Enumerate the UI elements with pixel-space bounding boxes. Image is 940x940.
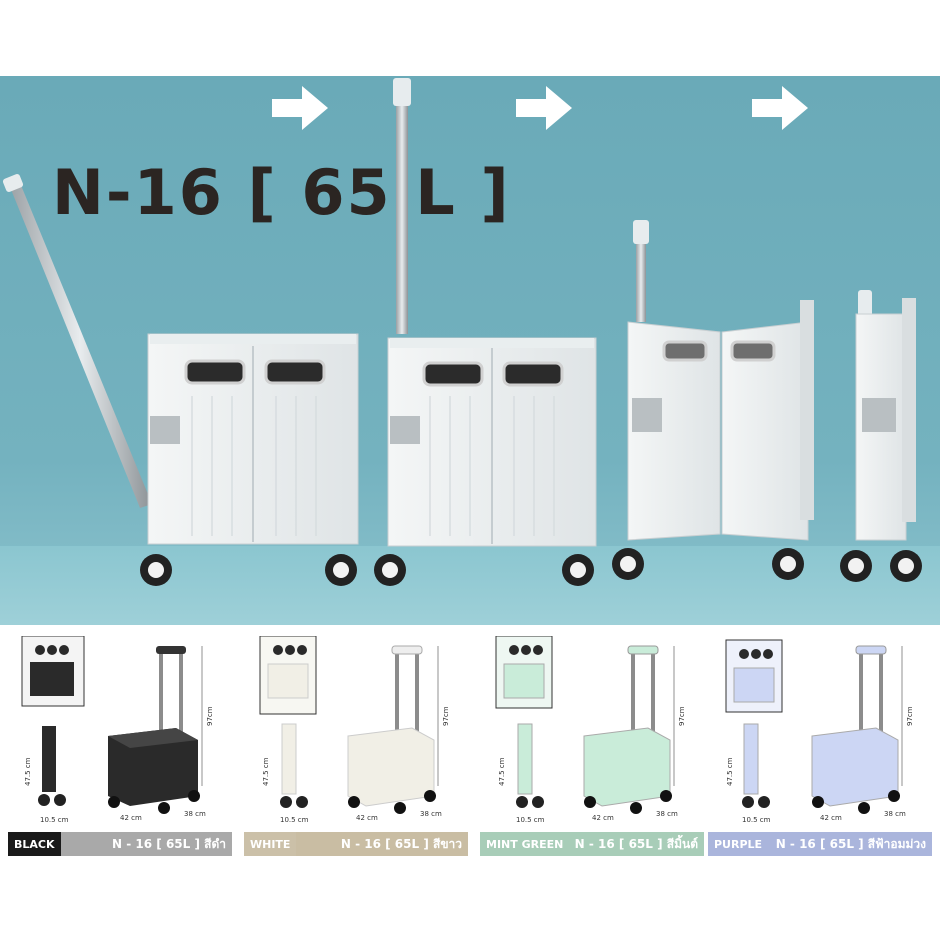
handle-dimension: 97cm (206, 706, 214, 726)
length-dimension: 38 cm (884, 810, 906, 818)
height-dimension: 47.5 cm (498, 757, 506, 786)
handle-dimension: 97cm (678, 706, 686, 726)
variant-label: PURPLE N - 16 [ 65L ] สีฟ้าอมม่วง (708, 832, 932, 856)
width-dimension: 42 cm (356, 814, 378, 822)
width-dimension: 42 cm (592, 814, 614, 822)
depth-dimension: 10.5 cm (742, 816, 771, 824)
model-label: N - 16 [ 65L ] สีมิ้นต์ (569, 832, 704, 856)
variant-mint-green: 47.5 cm 10.5 cm 42 cm 38 cm 97cm MINT GR… (480, 636, 704, 858)
right-arrow-icon (516, 86, 572, 130)
variant-purple: 47.5 cm 10.5 cm 42 cm 38 cm 97cm PURPLE … (708, 636, 932, 858)
cart-product-image (21, 636, 203, 814)
handle-dimension: 97cm (442, 706, 450, 726)
length-dimension: 38 cm (656, 810, 678, 818)
length-dimension: 38 cm (184, 810, 206, 818)
height-dimension: 47.5 cm (24, 757, 32, 786)
depth-dimension: 10.5 cm (40, 816, 69, 824)
cart-half-folded (612, 220, 814, 580)
depth-dimension: 10.5 cm (280, 816, 309, 824)
model-label: N - 16 [ 65L ] สีขาว (296, 832, 468, 856)
cart-open-upright (374, 78, 597, 586)
length-dimension: 38 cm (420, 810, 442, 818)
depth-dimension: 10.5 cm (516, 816, 545, 824)
model-label: N - 16 [ 65L ] สีดำ (60, 832, 232, 856)
right-arrow-icon (272, 86, 328, 130)
hero-banner: N-16 [ 65 L ] (0, 76, 940, 625)
model-label: N - 16 [ 65L ] สีฟ้าอมม่วง (768, 832, 932, 856)
cart-product-image (725, 639, 903, 814)
variant-white: 47.5 cm 10.5 cm 42 cm 38 cm 97cm WHITE N… (244, 636, 468, 858)
height-dimension: 47.5 cm (726, 757, 734, 786)
right-arrow-icon (752, 86, 808, 130)
variant-label: WHITE N - 16 [ 65L ] สีขาว (244, 832, 468, 856)
variant-label: MINT GREEN N - 16 [ 65L ] สีมิ้นต์ (480, 832, 704, 856)
hero-title: N-16 [ 65 L ] (52, 156, 511, 229)
height-dimension: 47.5 cm (262, 757, 270, 786)
width-dimension: 42 cm (120, 814, 142, 822)
handle-dimension: 97cm (906, 706, 914, 726)
color-name: PURPLE (708, 832, 769, 856)
cart-product-image (259, 636, 439, 814)
color-name: BLACK (8, 832, 61, 856)
variant-black: 47.5 cm 10.5 cm 42 cm 38 cm 97cm BLACK N… (8, 636, 232, 858)
folding-sequence-illustration (2, 78, 922, 586)
color-name: MINT GREEN (480, 832, 570, 856)
variant-label: BLACK N - 16 [ 65L ] สีดำ (8, 832, 232, 856)
cart-fully-folded (840, 290, 922, 582)
width-dimension: 42 cm (820, 814, 842, 822)
color-name: WHITE (244, 832, 297, 856)
cart-product-image (495, 636, 675, 814)
cart-open-tilted (2, 174, 359, 586)
